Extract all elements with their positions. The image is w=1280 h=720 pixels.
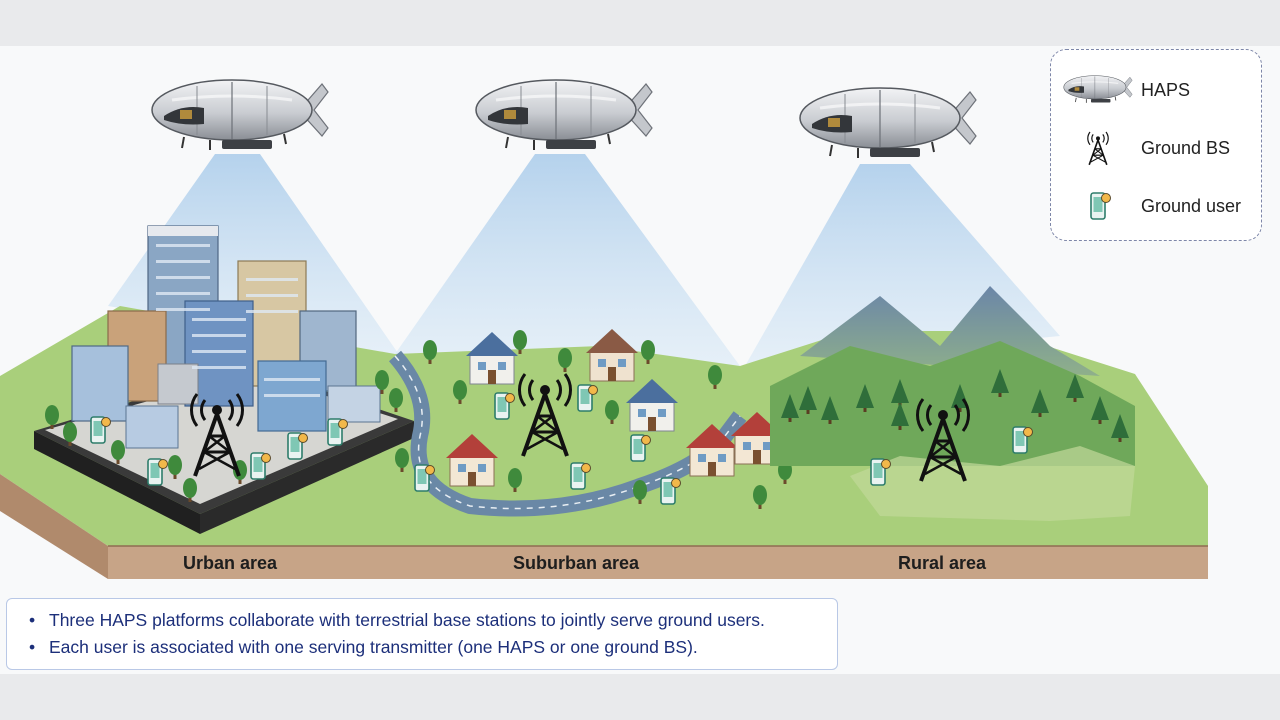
notes-box: Three HAPS platforms collaborate with te… — [6, 598, 838, 670]
rural-area-label: Rural area — [897, 553, 987, 573]
note-item: Each user is associated with one serving… — [29, 634, 837, 661]
rural-haps-airship — [798, 86, 978, 160]
urban-haps-airship — [150, 78, 330, 152]
note-item: Three HAPS platforms collaborate with te… — [29, 607, 837, 634]
legend-label-ground-bs: Ground BS — [1141, 138, 1231, 158]
haps-network-scene — [0, 78, 1208, 579]
ground-bs-tower-icon — [1086, 131, 1110, 166]
suburban-haps-airship — [474, 78, 654, 152]
suburban-area-label: Suburban area — [512, 553, 640, 573]
rural-landscape — [770, 286, 1135, 521]
legend-label-ground-user: Ground user — [1141, 196, 1242, 216]
legend-label-haps: HAPS — [1141, 80, 1191, 100]
haps-airship-icon — [1063, 75, 1133, 104]
ground-user-phone-icon — [1090, 192, 1112, 220]
legend-item-ground-bs: Ground BS — [1051, 128, 1261, 168]
diagram-canvas: Urban area Suburban area Rural area HAPS… — [0, 46, 1280, 674]
suburban-haps-beam — [395, 154, 740, 366]
urban-area-label: Urban area — [182, 553, 278, 573]
legend-item-ground-user: Ground user — [1051, 186, 1261, 226]
legend-item-haps: HAPS — [1051, 70, 1261, 110]
legend: HAPS Ground BS Ground user — [1050, 49, 1262, 241]
notes-list: Three HAPS platforms collaborate with te… — [7, 599, 837, 661]
